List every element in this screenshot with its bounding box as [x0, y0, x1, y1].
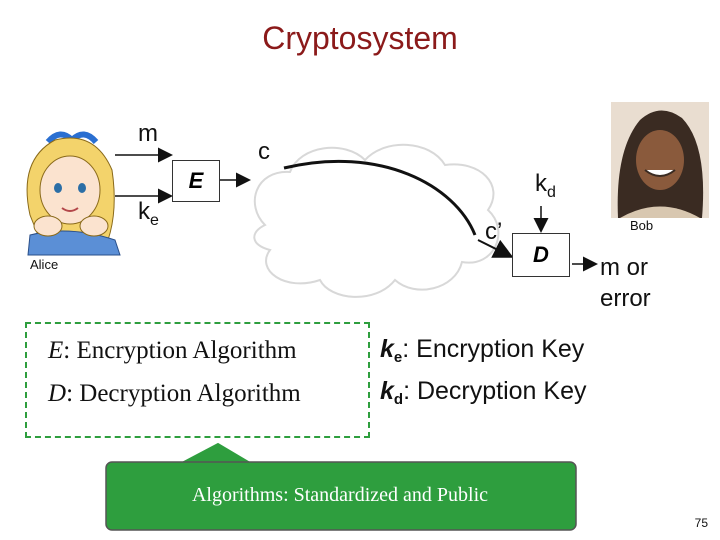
decrypt-box: D: [512, 233, 570, 277]
bob-photo: [611, 102, 709, 218]
callout-pointer: [181, 442, 254, 464]
callout-text: Algorithms: Standardized and Public: [191, 484, 489, 506]
algorithm-definitions-box: [25, 322, 370, 438]
alice-label: Alice: [30, 257, 59, 272]
slide-title: Cryptosystem: [262, 20, 458, 56]
received-ciphertext-label: c’: [485, 218, 503, 245]
ciphertext-label: c: [258, 138, 270, 165]
alice-illustration: [26, 131, 121, 256]
transmission-curve: [283, 159, 477, 236]
decryption-key-label: kd: [535, 170, 556, 201]
output-label: m or error: [600, 254, 651, 312]
page-number: 75: [694, 516, 708, 530]
encrypt-box: E: [172, 160, 220, 202]
encryption-key-label: ke: [138, 198, 159, 229]
callout-box: [105, 461, 577, 531]
decryption-algorithm-definition: D: Decryption Algorithm: [48, 380, 301, 407]
decryption-key-definition: kd: Decryption Key: [380, 377, 587, 408]
network-cloud: [253, 143, 500, 298]
message-label: m: [138, 120, 158, 147]
c-prime-arrow: [477, 239, 514, 258]
bob-label: Bob: [630, 218, 654, 233]
encryption-key-definition: ke: Encryption Key: [380, 335, 585, 366]
encryption-algorithm-definition: E: Encryption Algorithm: [48, 337, 297, 364]
